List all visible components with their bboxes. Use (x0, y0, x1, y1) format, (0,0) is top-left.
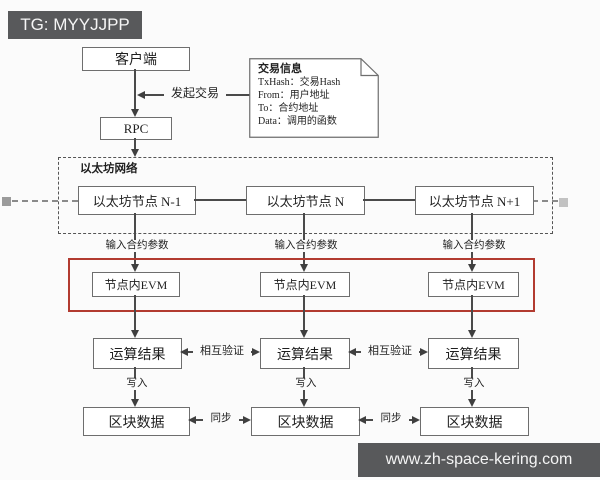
arrow-down-evm2 (300, 264, 308, 272)
arrow-left-sync-2 (358, 416, 366, 424)
connector-evm2-result2 (303, 295, 305, 332)
client-box: 客户端 (82, 47, 190, 71)
arrow-down-result2 (300, 330, 308, 338)
sync-label-1: 同步 (203, 413, 239, 426)
sync-label-2: 同步 (373, 413, 409, 426)
input-params-label-3: 输入合约参数 (435, 240, 513, 253)
watermark-top-banner: TG: MYYJJPP (8, 11, 142, 39)
client-label: 客户端 (115, 53, 157, 68)
connector-node1-evm1 (134, 213, 136, 266)
watermark-bottom-banner: www.zh-space-kering.com (358, 443, 600, 477)
node-box-n-plus-1: 以太坊节点 N+1 (415, 186, 534, 215)
evm-label-2: 节点内EVM (273, 278, 337, 292)
write-label-2: 写入 (288, 378, 324, 391)
tx-info-title: 交易信息 (258, 63, 302, 75)
evm-box-3: 节点内EVM (428, 272, 519, 297)
arrow-down-block3 (468, 399, 476, 407)
tx-info-text: 交易信息 TxHash：交易Hash From：用户地址 To：合约地址 Dat… (258, 63, 373, 128)
right-edge-square (559, 198, 568, 207)
initiate-tx-label: 发起交易 (164, 86, 226, 101)
arrow-down-block1 (131, 399, 139, 407)
tx-info-line-txhash: TxHash：交易Hash (258, 77, 341, 88)
evm-label-1: 节点内EVM (104, 278, 168, 292)
connector-evm1-result1 (134, 295, 136, 332)
rpc-label: RPC (123, 120, 149, 136)
result-label-2: 运算结果 (277, 347, 333, 363)
connector-node2-evm2 (303, 213, 305, 266)
verify-label-2: 相互验证 (361, 345, 419, 358)
connector-node3-evm3 (471, 213, 473, 266)
arrow-right-verify-1 (252, 348, 260, 356)
connector-rpc-network (134, 138, 136, 151)
arrow-down-network (131, 149, 139, 157)
block-box-3: 区块数据 (420, 407, 529, 436)
write-label-3: 写入 (456, 378, 492, 391)
result-box-2: 运算结果 (260, 338, 350, 369)
tx-info-line-from: From：用户地址 (258, 90, 330, 101)
block-label-1: 区块数据 (108, 415, 165, 431)
arrow-left-verify-1 (180, 348, 188, 356)
connector-client-rpc (134, 69, 136, 110)
evm-box-1: 节点内EVM (92, 272, 180, 297)
arrow-down-evm3 (468, 264, 476, 272)
result-box-3: 运算结果 (428, 338, 519, 369)
node-label-n-plus-1: 以太坊节点 N+1 (428, 194, 521, 209)
node-label-n-minus-1: 以太坊节点 N-1 (92, 194, 182, 209)
arrow-right-sync-1 (243, 416, 251, 424)
evm-highlight-rect (68, 258, 535, 312)
rpc-box: RPC (100, 117, 172, 140)
arrow-left-sync-1 (188, 416, 196, 424)
tx-info-callout (249, 58, 379, 138)
arrow-down-block2 (300, 399, 308, 407)
result-label-1: 运算结果 (109, 347, 166, 363)
block-label-3: 区块数据 (446, 415, 503, 431)
evm-label-3: 节点内EVM (442, 278, 505, 292)
left-edge-dashes (12, 200, 78, 202)
arrow-right-sync-2 (412, 416, 420, 424)
arrow-left-verify-2 (348, 348, 356, 356)
evm-box-2: 节点内EVM (260, 272, 350, 297)
node-label-n: 以太坊节点 N (266, 194, 345, 209)
verify-label-1: 相互验证 (193, 345, 251, 358)
block-box-1: 区块数据 (83, 407, 190, 436)
connector-evm3-result3 (471, 295, 473, 332)
arrow-left-initiate-tx (137, 91, 145, 99)
arrow-down-result3 (468, 330, 476, 338)
tx-info-line-to: To：合约地址 (258, 103, 319, 114)
write-label-1: 写入 (119, 378, 155, 391)
arrow-down-evm1 (131, 264, 139, 272)
input-params-label-2: 输入合约参数 (267, 240, 345, 253)
input-params-label-1: 输入合约参数 (98, 240, 176, 253)
right-edge-dashes (532, 200, 558, 202)
watermark-bottom-text: www.zh-space-kering.com (385, 451, 573, 468)
tx-info-line-data: Data：调用的函数 (258, 116, 337, 127)
result-label-3: 运算结果 (445, 347, 502, 363)
ethereum-network-label: 以太坊网络 (80, 163, 138, 175)
block-label-2: 区块数据 (277, 415, 334, 431)
watermark-top-text: TG: MYYJJPP (20, 15, 130, 34)
ethereum-network-container (58, 157, 553, 234)
arrow-down-result1 (131, 330, 139, 338)
node-box-n: 以太坊节点 N (246, 186, 365, 215)
connector-node2-node3 (363, 199, 415, 201)
block-box-2: 区块数据 (251, 407, 360, 436)
connector-node1-node2 (194, 199, 246, 201)
left-edge-square (2, 197, 11, 206)
node-box-n-minus-1: 以太坊节点 N-1 (78, 186, 196, 215)
result-box-1: 运算结果 (93, 338, 182, 369)
arrow-down-rpc (131, 109, 139, 117)
arrow-right-verify-2 (420, 348, 428, 356)
